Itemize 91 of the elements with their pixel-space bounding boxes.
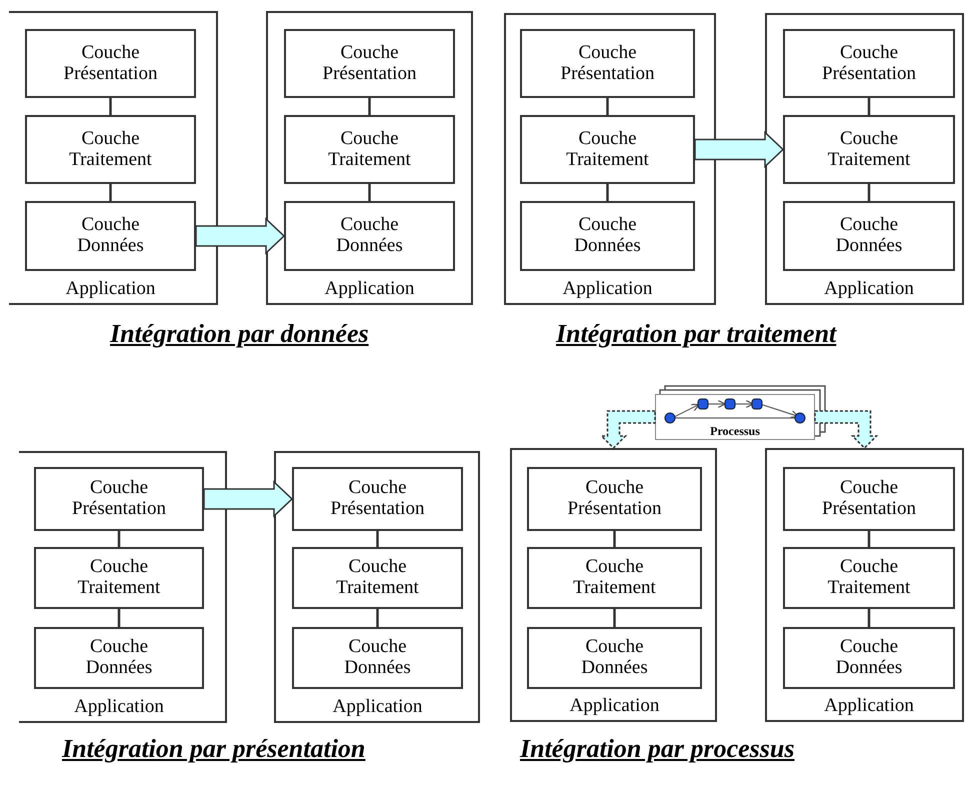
layer-box [520,115,695,184]
application-frame [266,11,473,305]
process-card [655,394,815,440]
application-label: Application [562,279,654,300]
application-label: Application [64,279,156,300]
layer-box [527,467,702,531]
caption: Intégration par données [110,320,369,349]
connector-line [613,531,616,547]
layer-box [783,29,955,98]
layer-label: Couche Données [76,215,145,257]
layer-label: Couche Traitement [826,557,912,599]
application-label: Application [568,696,660,717]
application-frame [765,448,964,722]
layer-label: Couche Données [580,637,649,679]
layer-box [292,467,463,531]
layer-box [284,29,455,98]
connector-line [118,609,120,627]
block-arrow [694,130,784,168]
application-frame [504,13,716,305]
block-arrow [600,410,656,450]
layer-box [25,29,196,98]
layer-box [284,115,455,184]
application-frame [274,451,480,723]
layer-label: Couche Traitement [327,128,412,170]
caption: Intégration par présentation [62,735,366,764]
layer-label: Couche Traitement [76,557,162,599]
connector-line [868,98,870,115]
layer-label: Couche Traitement [68,128,153,170]
connector-line [613,609,616,627]
block-arrow [203,480,294,518]
layer-label: Couche Présentation [62,42,158,84]
application-frame [19,451,227,723]
connector-line [118,531,120,547]
application-frame [9,11,218,305]
layer-label: Couche Présentation [71,478,167,520]
layer-label: Couche Présentation [821,42,917,84]
process-label: Processus [709,424,761,438]
layer-label: Couche Traitement [335,557,420,599]
layer-label: Couche Présentation [322,42,418,84]
connector-line [368,98,371,115]
layer-label: Couche Données [834,637,904,679]
application-label: Application [73,697,165,718]
layer-box [292,547,463,609]
block-arrow [195,217,286,255]
application-label: Application [823,696,915,717]
connector-line [109,98,112,115]
layer-label: Couche Données [573,215,642,257]
layer-box [520,201,695,271]
layer-box [783,547,955,609]
layer-label: Couche Traitement [572,557,657,599]
layer-box [25,201,196,271]
connector-line [606,98,609,115]
layer-label: Couche Données [335,215,404,257]
layer-label: Couche Traitement [565,128,650,170]
layer-box [783,115,955,184]
application-label: Application [324,279,416,300]
layer-label: Couche Données [834,215,904,257]
layer-box [783,627,955,689]
connector-line [868,609,870,627]
connector-line [376,531,379,547]
layer-box [34,547,204,609]
layer-box [520,29,695,98]
connector-line [376,609,379,627]
connector-line [368,184,371,201]
layer-box [783,201,955,271]
layer-box [527,627,702,689]
connector-line [868,184,870,201]
layer-box [284,201,455,271]
block-arrow [814,410,878,450]
layer-label: Couche Données [343,637,412,679]
layer-box [527,547,702,609]
connector-line [606,184,609,201]
application-label: Application [332,697,424,718]
connector-line [868,531,870,547]
layer-box [25,115,196,184]
layer-box [292,627,463,689]
caption: Intégration par traitement [556,320,836,349]
application-label: Application [823,279,915,300]
application-frame [510,448,717,722]
connector-line [109,184,112,201]
layer-label: Couche Traitement [826,128,912,170]
layer-label: Couche Présentation [566,478,662,520]
layer-box [783,467,955,531]
caption: Intégration par processus [520,735,794,764]
layer-label: Couche Présentation [821,478,917,520]
layer-box [34,627,204,689]
application-frame [765,13,964,305]
layer-label: Couche Données [84,637,154,679]
layer-box [34,467,204,531]
layer-label: Couche Présentation [560,42,656,84]
layer-label: Couche Présentation [330,478,426,520]
